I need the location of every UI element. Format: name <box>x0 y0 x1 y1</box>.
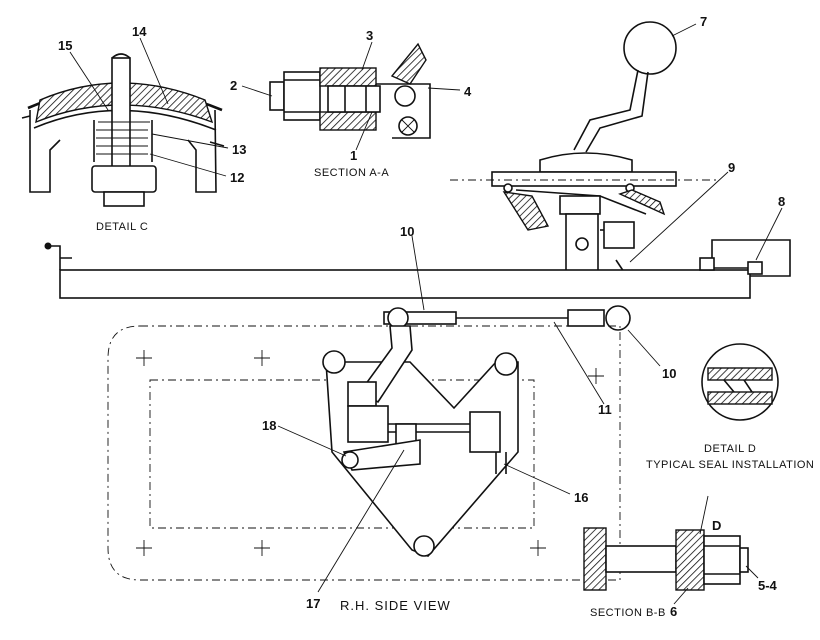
leader-5-4 <box>745 565 759 579</box>
section-aa-leaders <box>241 41 461 151</box>
callout-10-lower: 10 <box>662 366 676 381</box>
section-aa-caption: SECTION A-A <box>314 167 389 179</box>
callout-3: 3 <box>366 28 373 43</box>
callout-5-4: 5-4 <box>758 578 778 593</box>
callout-14: 14 <box>132 24 147 39</box>
callout-d: D <box>712 518 721 533</box>
callout-10-upper: 10 <box>400 224 414 239</box>
detail-c-drawing <box>21 53 225 207</box>
callout-15: 15 <box>58 38 72 53</box>
leader-16 <box>503 463 571 495</box>
leader-17 <box>317 449 405 593</box>
leader-11 <box>553 321 605 405</box>
leader-18 <box>277 425 347 457</box>
rh-side-view-caption: R.H. SIDE VIEW <box>340 598 451 613</box>
leader-10b <box>627 329 661 367</box>
callout-7: 7 <box>700 14 707 29</box>
leader-d <box>699 495 709 535</box>
leader-10a <box>411 235 425 311</box>
rh-side-view-drawing <box>107 325 621 581</box>
callout-4: 4 <box>464 84 472 99</box>
leader-7 <box>671 23 697 37</box>
detail-c-leaders <box>69 37 229 177</box>
leader-8 <box>755 207 783 261</box>
shifter-assembly <box>450 21 720 273</box>
callout-1: 1 <box>350 148 357 163</box>
section-aa-drawing <box>269 42 431 139</box>
linkage-rod-10 <box>383 305 631 331</box>
section-bb-caption: SECTION B-B <box>590 607 666 619</box>
callout-6: 6 <box>670 604 677 619</box>
detail-d-drawing <box>701 343 779 421</box>
detail-d-caption: DETAIL D <box>704 443 756 455</box>
callout-17: 17 <box>306 596 320 611</box>
callout-16: 16 <box>574 490 588 505</box>
callout-2: 2 <box>230 78 237 93</box>
typical-seal-caption: TYPICAL SEAL INSTALLATION <box>646 459 814 471</box>
callout-18: 18 <box>262 418 276 433</box>
floor-rail <box>44 239 791 299</box>
callout-12: 12 <box>230 170 244 185</box>
callout-13: 13 <box>232 142 246 157</box>
leader-6 <box>673 587 689 605</box>
callout-9: 9 <box>728 160 735 175</box>
callout-8: 8 <box>778 194 785 209</box>
detail-c-caption: DETAIL C <box>96 221 148 233</box>
leader-9 <box>629 171 729 263</box>
callout-11: 11 <box>598 402 612 417</box>
section-bb-drawing <box>583 527 749 591</box>
